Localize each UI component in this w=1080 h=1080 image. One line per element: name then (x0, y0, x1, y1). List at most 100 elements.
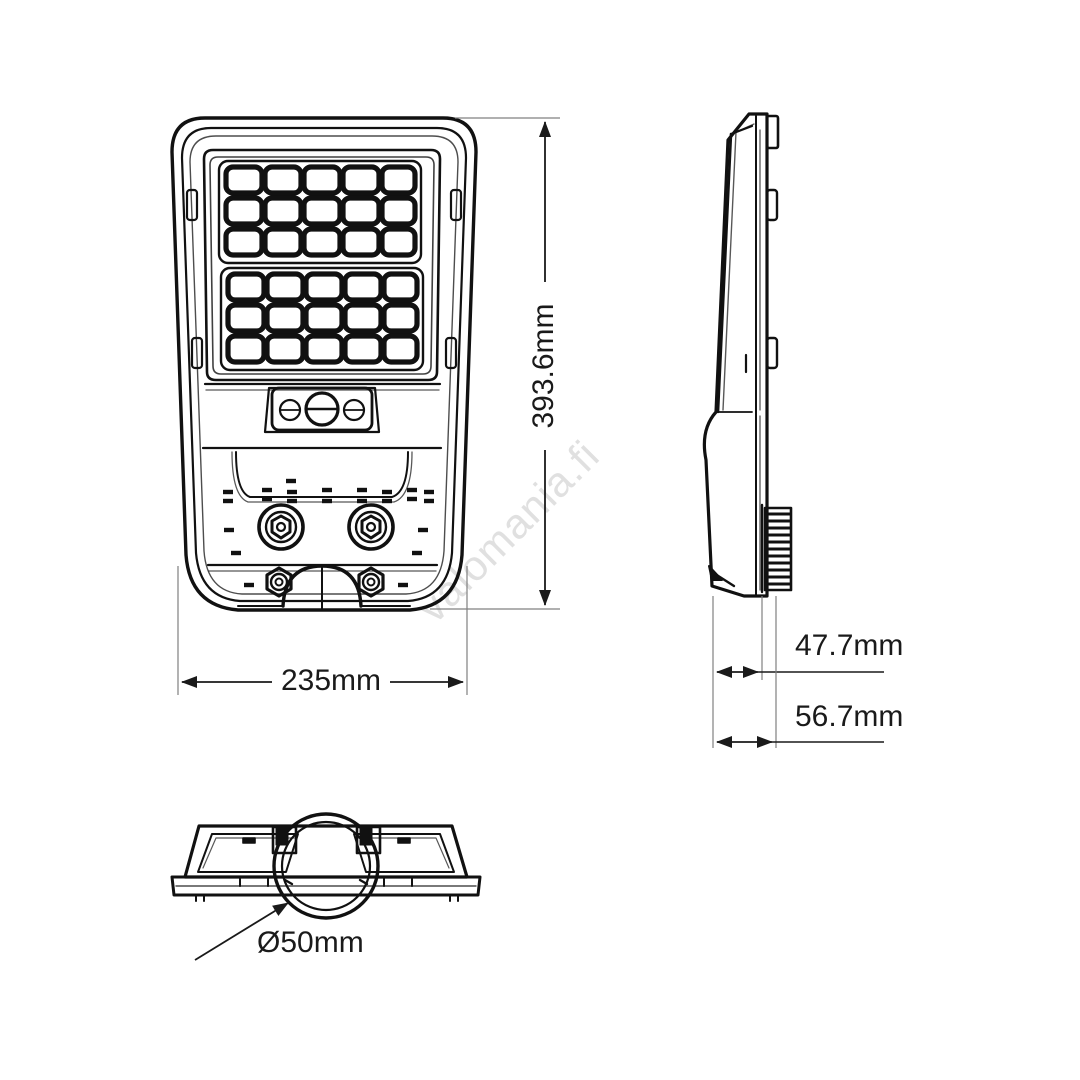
bolt-mid-ring (354, 510, 388, 544)
dimension-pole-diameter: Ø50mm (194, 902, 364, 961)
clamp-gap-right (358, 878, 369, 886)
led-module-lower-frame (219, 266, 425, 372)
led-cell (303, 271, 345, 303)
bolt-outer-ring (257, 503, 305, 551)
led-module-upper-frame (217, 159, 423, 265)
led-cell-group-lower (225, 271, 420, 365)
dimension-pole-diameter-label: Ø50mm (257, 926, 364, 959)
led-cell (342, 302, 384, 334)
led-cell (262, 226, 304, 258)
bolt-block-left (271, 825, 298, 855)
led-cell (303, 302, 345, 334)
led-cell (340, 195, 382, 227)
side-lower-fill (708, 565, 723, 581)
led-cell (301, 195, 343, 227)
leader-line (194, 902, 289, 961)
led-module-upper (217, 159, 423, 265)
bolt-center (274, 577, 284, 587)
front-view (170, 116, 478, 612)
mounting-plate-recess-2 (231, 451, 413, 503)
bolt-block-left-fill (275, 827, 289, 846)
base-feet-marks (195, 876, 459, 902)
wing-notch-right (397, 837, 411, 844)
led-cell-group-upper (223, 164, 418, 258)
bolt-hex (360, 514, 382, 540)
side-tab-middle-lower (765, 336, 779, 370)
knurled-block-outline (763, 506, 793, 592)
led-cell (223, 195, 265, 227)
hex-bolt-small-left (265, 566, 293, 598)
bracket-recess-left (197, 833, 299, 873)
housing-inner-outline-2 (189, 135, 459, 595)
side-panel-front-edge (716, 132, 733, 414)
led-cell (342, 333, 384, 365)
bolt-mid-ring (264, 510, 298, 544)
bolt-ring (269, 572, 289, 592)
led-cell (262, 195, 304, 227)
led-cell (223, 164, 265, 196)
dimension-depth-lower-label: 56.7mm (795, 700, 903, 733)
led-cell (379, 195, 418, 227)
plate-dash-marks (223, 478, 434, 588)
dimension-height-label: 393.6mm (527, 303, 560, 428)
dimension-width-label: 235mm (281, 664, 381, 697)
led-cell (301, 164, 343, 196)
side-tab-middle-upper (765, 188, 779, 222)
dimension-depth-lower: 56.7mm (712, 596, 903, 748)
led-cell (340, 226, 382, 258)
bolt-hex (270, 514, 292, 540)
led-module-lower (219, 266, 425, 372)
side-panel-front-edge-2 (722, 131, 737, 411)
led-cell (381, 302, 420, 334)
hex-bolt-small-right (357, 566, 385, 598)
pir-sensor-module (263, 386, 381, 434)
housing-inner-outline-1 (180, 126, 468, 603)
side-tab-top (765, 114, 780, 150)
hex-bolt-large-right (347, 503, 395, 551)
led-cell (225, 271, 267, 303)
led-cell (379, 164, 418, 196)
bolt-center (366, 577, 376, 587)
pole-clamp-ring-outer (272, 812, 380, 920)
knurl-ribs (766, 512, 790, 586)
side-view (702, 112, 793, 598)
led-cell (264, 271, 306, 303)
led-cell (264, 333, 306, 365)
bottom-view (170, 812, 482, 920)
side-tab-left-top (185, 188, 199, 222)
housing-outer-outline (170, 116, 478, 612)
led-cell (264, 302, 306, 334)
bolt-outer-ring (347, 503, 395, 551)
bracket-recess-left-2 (202, 837, 295, 869)
side-body-outline (702, 112, 769, 598)
led-cell (225, 333, 267, 365)
side-tab-left-bottom (190, 336, 204, 370)
pole-clamp-ring-inner (280, 820, 372, 912)
clamp-gap-left (283, 878, 294, 886)
led-cell (301, 226, 343, 258)
led-cell (225, 302, 267, 334)
led-bezel-inner (209, 156, 435, 375)
bolt-hex-outer (265, 566, 293, 598)
bracket-recess-right (353, 833, 455, 873)
wing-notch-left (242, 837, 256, 844)
led-cell (381, 271, 420, 303)
knurled-adjuster (760, 503, 793, 594)
bolt-center (365, 521, 377, 533)
side-tab-right-top (449, 188, 463, 222)
led-cell (223, 226, 265, 258)
dimension-depth-upper-label: 47.7mm (795, 629, 903, 662)
led-cell (303, 333, 345, 365)
bracket-recess-right-2 (357, 837, 450, 869)
hex-bolt-large-left (257, 503, 305, 551)
led-cell (340, 164, 382, 196)
led-cell (342, 271, 384, 303)
dimension-depth-upper: 47.7mm (712, 596, 903, 690)
side-panel-top-chamfer-2 (735, 123, 755, 133)
dimension-width: 235mm (177, 566, 468, 697)
led-cell (379, 226, 418, 258)
dimension-height: 393.6mm (430, 117, 560, 610)
led-cell (381, 333, 420, 365)
